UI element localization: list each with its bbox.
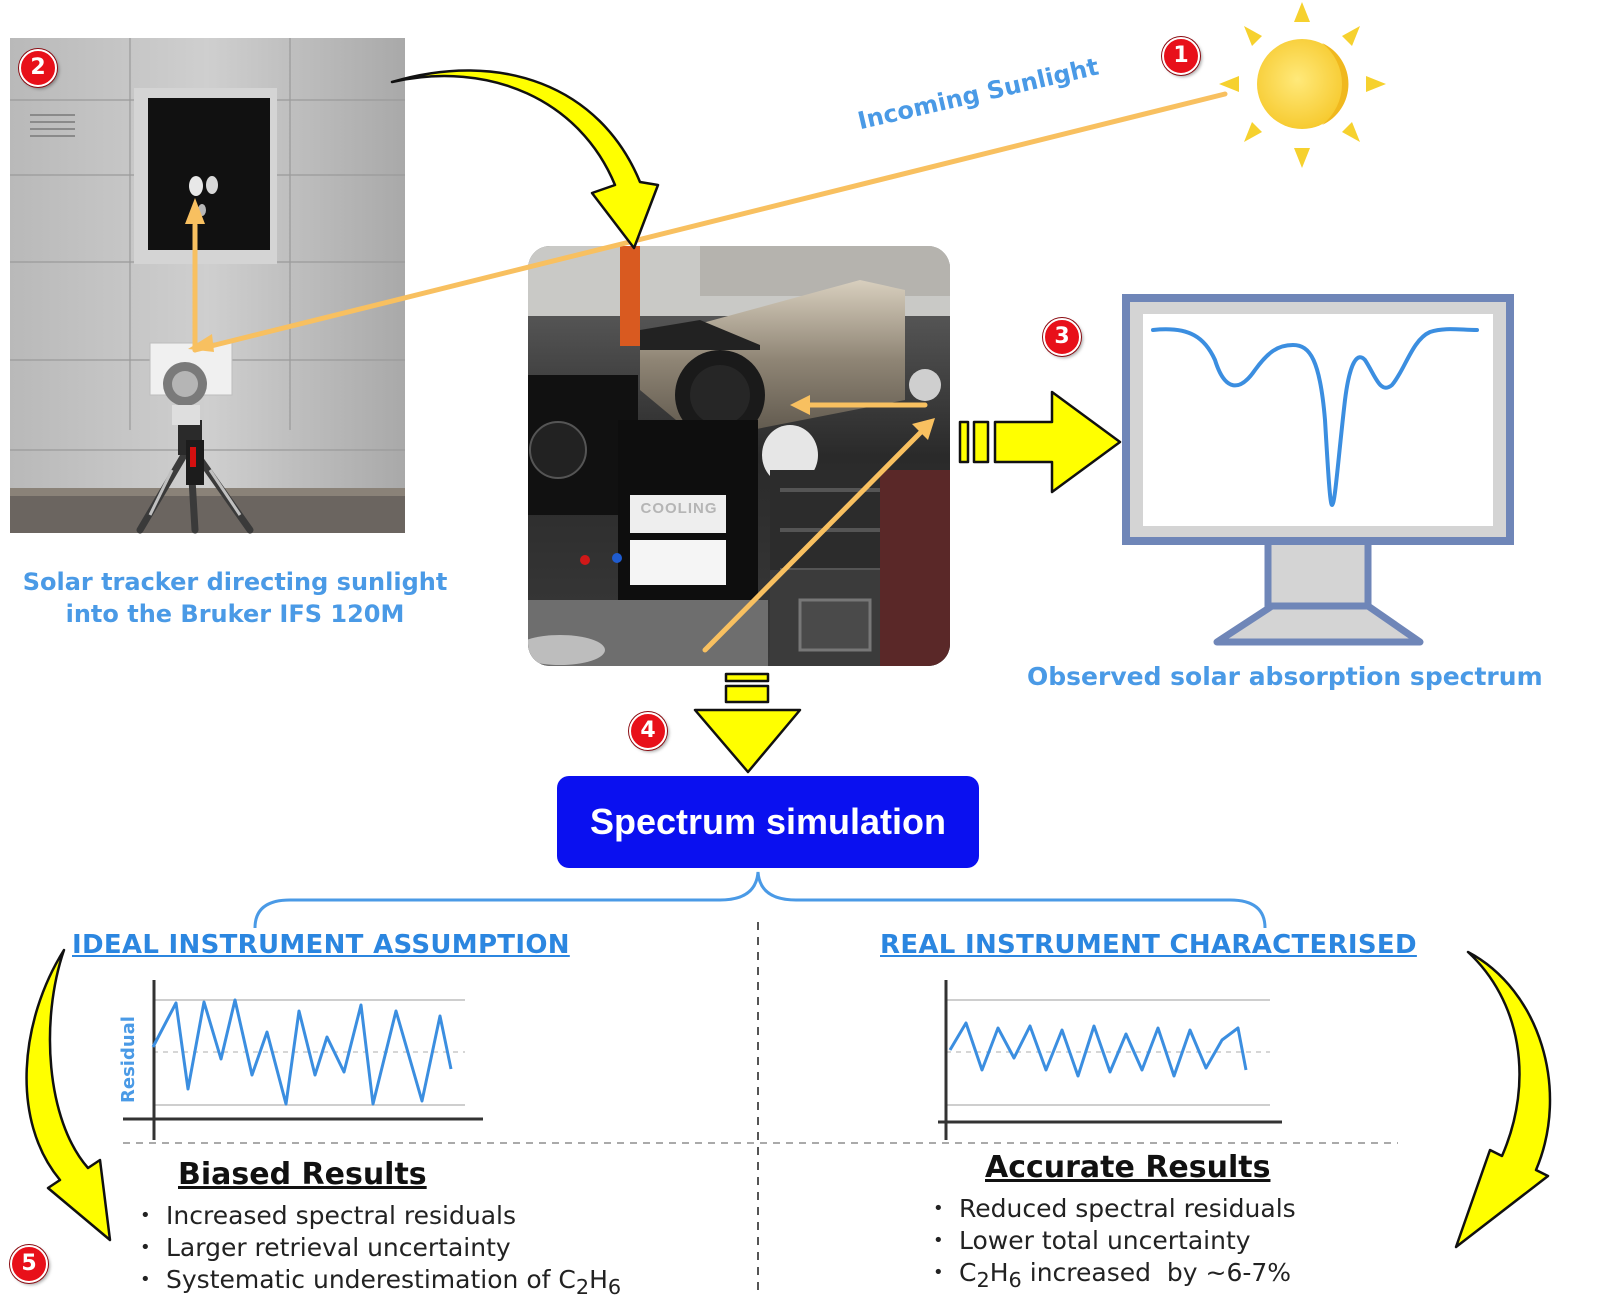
tracker-caption-line1: Solar tracker directing sunlight <box>22 568 448 596</box>
bruker-spectrometer-photo <box>528 246 950 666</box>
biased-results-title: Biased Results <box>178 1157 427 1192</box>
step-badge-5: 5 <box>10 1245 48 1283</box>
list-item: Lower total uncertainty <box>933 1225 1296 1257</box>
tracker-caption-line2: into the Bruker IFS 120M <box>65 600 405 628</box>
beam-arrowheads <box>185 198 935 440</box>
ideal-residual-plot <box>123 980 483 1140</box>
list-item: C2H6 increased by ~6-7% <box>933 1257 1296 1292</box>
accurate-results-list: Reduced spectral residuals Lower total u… <box>933 1193 1296 1292</box>
real-residual-plot <box>938 980 1282 1140</box>
observed-spectrum-label: Observed solar absorption spectrum <box>1027 662 1543 691</box>
list-item: Systematic underestimation of C2H6 <box>140 1264 621 1299</box>
monitor-icon <box>1122 294 1514 646</box>
real-instrument-title: REAL INSTRUMENT CHARACTERISED <box>880 930 1417 960</box>
tracker-caption: Solar tracker directing sunlight into th… <box>0 566 470 630</box>
biased-results-list: Increased spectral residuals Larger retr… <box>140 1200 621 1299</box>
branch-brace <box>253 871 1267 929</box>
step-badge-1: 1 <box>1162 37 1200 75</box>
list-item: Increased spectral residuals <box>140 1200 621 1232</box>
sunlight-beam <box>192 91 1228 653</box>
ideal-to-results-arrow <box>25 948 112 1242</box>
accurate-results-title: Accurate Results <box>985 1150 1271 1185</box>
absorption-spectrum-curve <box>1151 327 1479 508</box>
tracker-to-instrument-arrow <box>390 69 660 250</box>
instrument-to-simulation-arrow <box>693 672 802 774</box>
list-item: Reduced spectral residuals <box>933 1193 1296 1225</box>
instrument-to-monitor-arrow <box>958 390 1122 494</box>
spectrum-simulation-box: Spectrum simulation <box>557 776 979 868</box>
step-badge-2: 2 <box>19 49 57 87</box>
ideal-instrument-title: IDEAL INSTRUMENT ASSUMPTION <box>72 930 570 960</box>
sun-icon <box>1219 2 1386 168</box>
step-badge-3: 3 <box>1043 318 1081 356</box>
step-badge-4: 4 <box>629 712 667 750</box>
real-to-results-arrow <box>1454 950 1552 1249</box>
residual-axis-label: Residual <box>118 1016 139 1103</box>
cooling-sign: COOLING <box>640 500 718 517</box>
solar-tracker-photo <box>10 38 405 534</box>
list-item: Larger retrieval uncertainty <box>140 1232 621 1264</box>
